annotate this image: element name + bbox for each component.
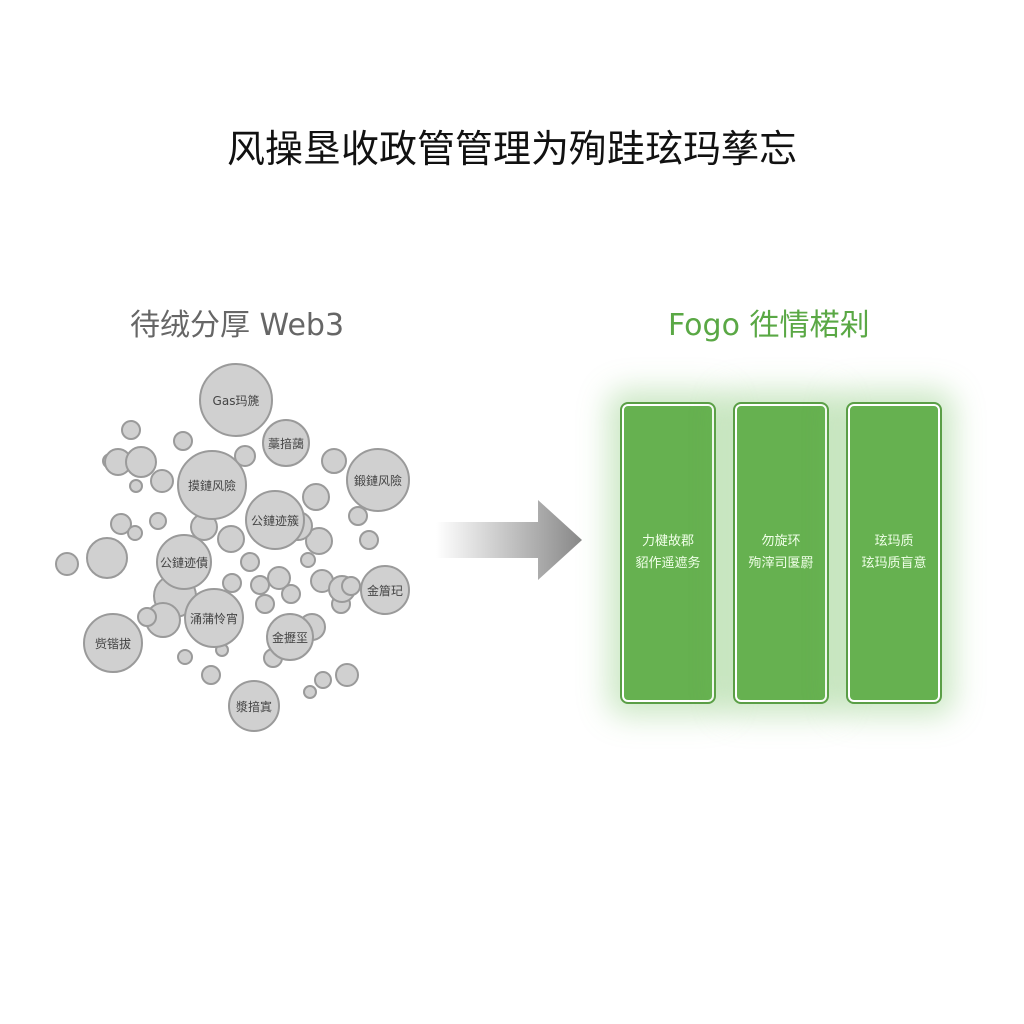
bubble — [305, 527, 333, 555]
bubble — [150, 469, 174, 493]
bubble — [303, 685, 317, 699]
bubble — [110, 513, 132, 535]
bubble — [201, 665, 221, 685]
bubble-labeled: 漿揞寘 — [228, 680, 280, 732]
bubble — [300, 552, 316, 568]
bubble — [281, 584, 301, 604]
feature-column-1: 力楗故郡貂作遥遮务 — [620, 402, 716, 704]
bubble-labeled: 赀锴拔 — [83, 613, 143, 673]
column-line: 殉滓司匽罻 — [748, 556, 814, 571]
page-title: 风操垦收政管管理为殉跬玹玛孳忘 — [226, 127, 797, 171]
bubble-label: 公鏈迹債 — [159, 555, 208, 570]
bubble — [234, 445, 256, 467]
column-line: 勿旋环 — [761, 534, 801, 549]
bubble-labeled: Gas玛篪 — [199, 363, 273, 437]
bubble — [348, 506, 368, 526]
bubble-label: 鍛鏈风險 — [353, 473, 402, 488]
bubble-labeled: 金攊坙 — [266, 613, 314, 661]
bubble — [314, 671, 332, 689]
bubble — [217, 525, 245, 553]
right-heading: Fogo 徃情楉剁 — [668, 308, 870, 343]
column-line: 力楗故郡 — [641, 534, 694, 549]
bubble-labeled: 公鏈迹債 — [156, 534, 212, 590]
bubble — [149, 512, 167, 530]
bubble — [321, 448, 347, 474]
bubble-labeled: 公鏈迹簇 — [245, 490, 305, 550]
bubble — [173, 431, 193, 451]
bubble — [240, 552, 260, 572]
bubble — [255, 594, 275, 614]
bubble-label: 漿揞寘 — [235, 699, 272, 714]
bubble — [177, 649, 193, 665]
bubble-labeled: 鍛鏈风險 — [346, 448, 410, 512]
column-line: 玹玛质 — [874, 534, 914, 549]
bubble-label: 公鏈迹簇 — [250, 513, 299, 528]
bubble-labeled: 金篃玘 — [360, 565, 410, 615]
bubble — [335, 663, 359, 687]
bubble-label: 涌蒲怜宵 — [189, 611, 238, 626]
bubble — [55, 552, 79, 576]
bubble — [86, 537, 128, 579]
column-line: 玹玛质盲意 — [861, 556, 927, 571]
feature-column-3: 玹玛质玹玛质盲意 — [846, 402, 942, 704]
bubble-label: 金攊坙 — [271, 630, 308, 645]
bubble-label: 金篃玘 — [366, 583, 403, 598]
bubble — [302, 483, 330, 511]
bubble-labeled: 摸鏈风險 — [177, 450, 247, 520]
bubble-labeled: 藁揞藹 — [262, 419, 310, 467]
bubble — [341, 576, 361, 596]
bubble-label: 藁揞藹 — [267, 436, 304, 451]
bubble-label: Gas玛篪 — [212, 393, 260, 408]
bubble — [137, 607, 157, 627]
column-line: 貂作遥遮务 — [635, 556, 701, 571]
bubble-label: 摸鏈风險 — [187, 478, 236, 493]
left-heading: 待绒分厚 Web3 — [130, 308, 345, 343]
arrow-icon — [436, 500, 582, 580]
feature-column-2: 勿旋环殉滓司匽罻 — [733, 402, 829, 704]
bubble — [127, 525, 143, 541]
bubble-labeled: 涌蒲怜宵 — [184, 588, 244, 648]
bubble — [129, 479, 143, 493]
bubble — [222, 573, 242, 593]
bubble — [121, 420, 141, 440]
bubble-label: 赀锴拔 — [94, 636, 131, 651]
bubble — [359, 530, 379, 550]
